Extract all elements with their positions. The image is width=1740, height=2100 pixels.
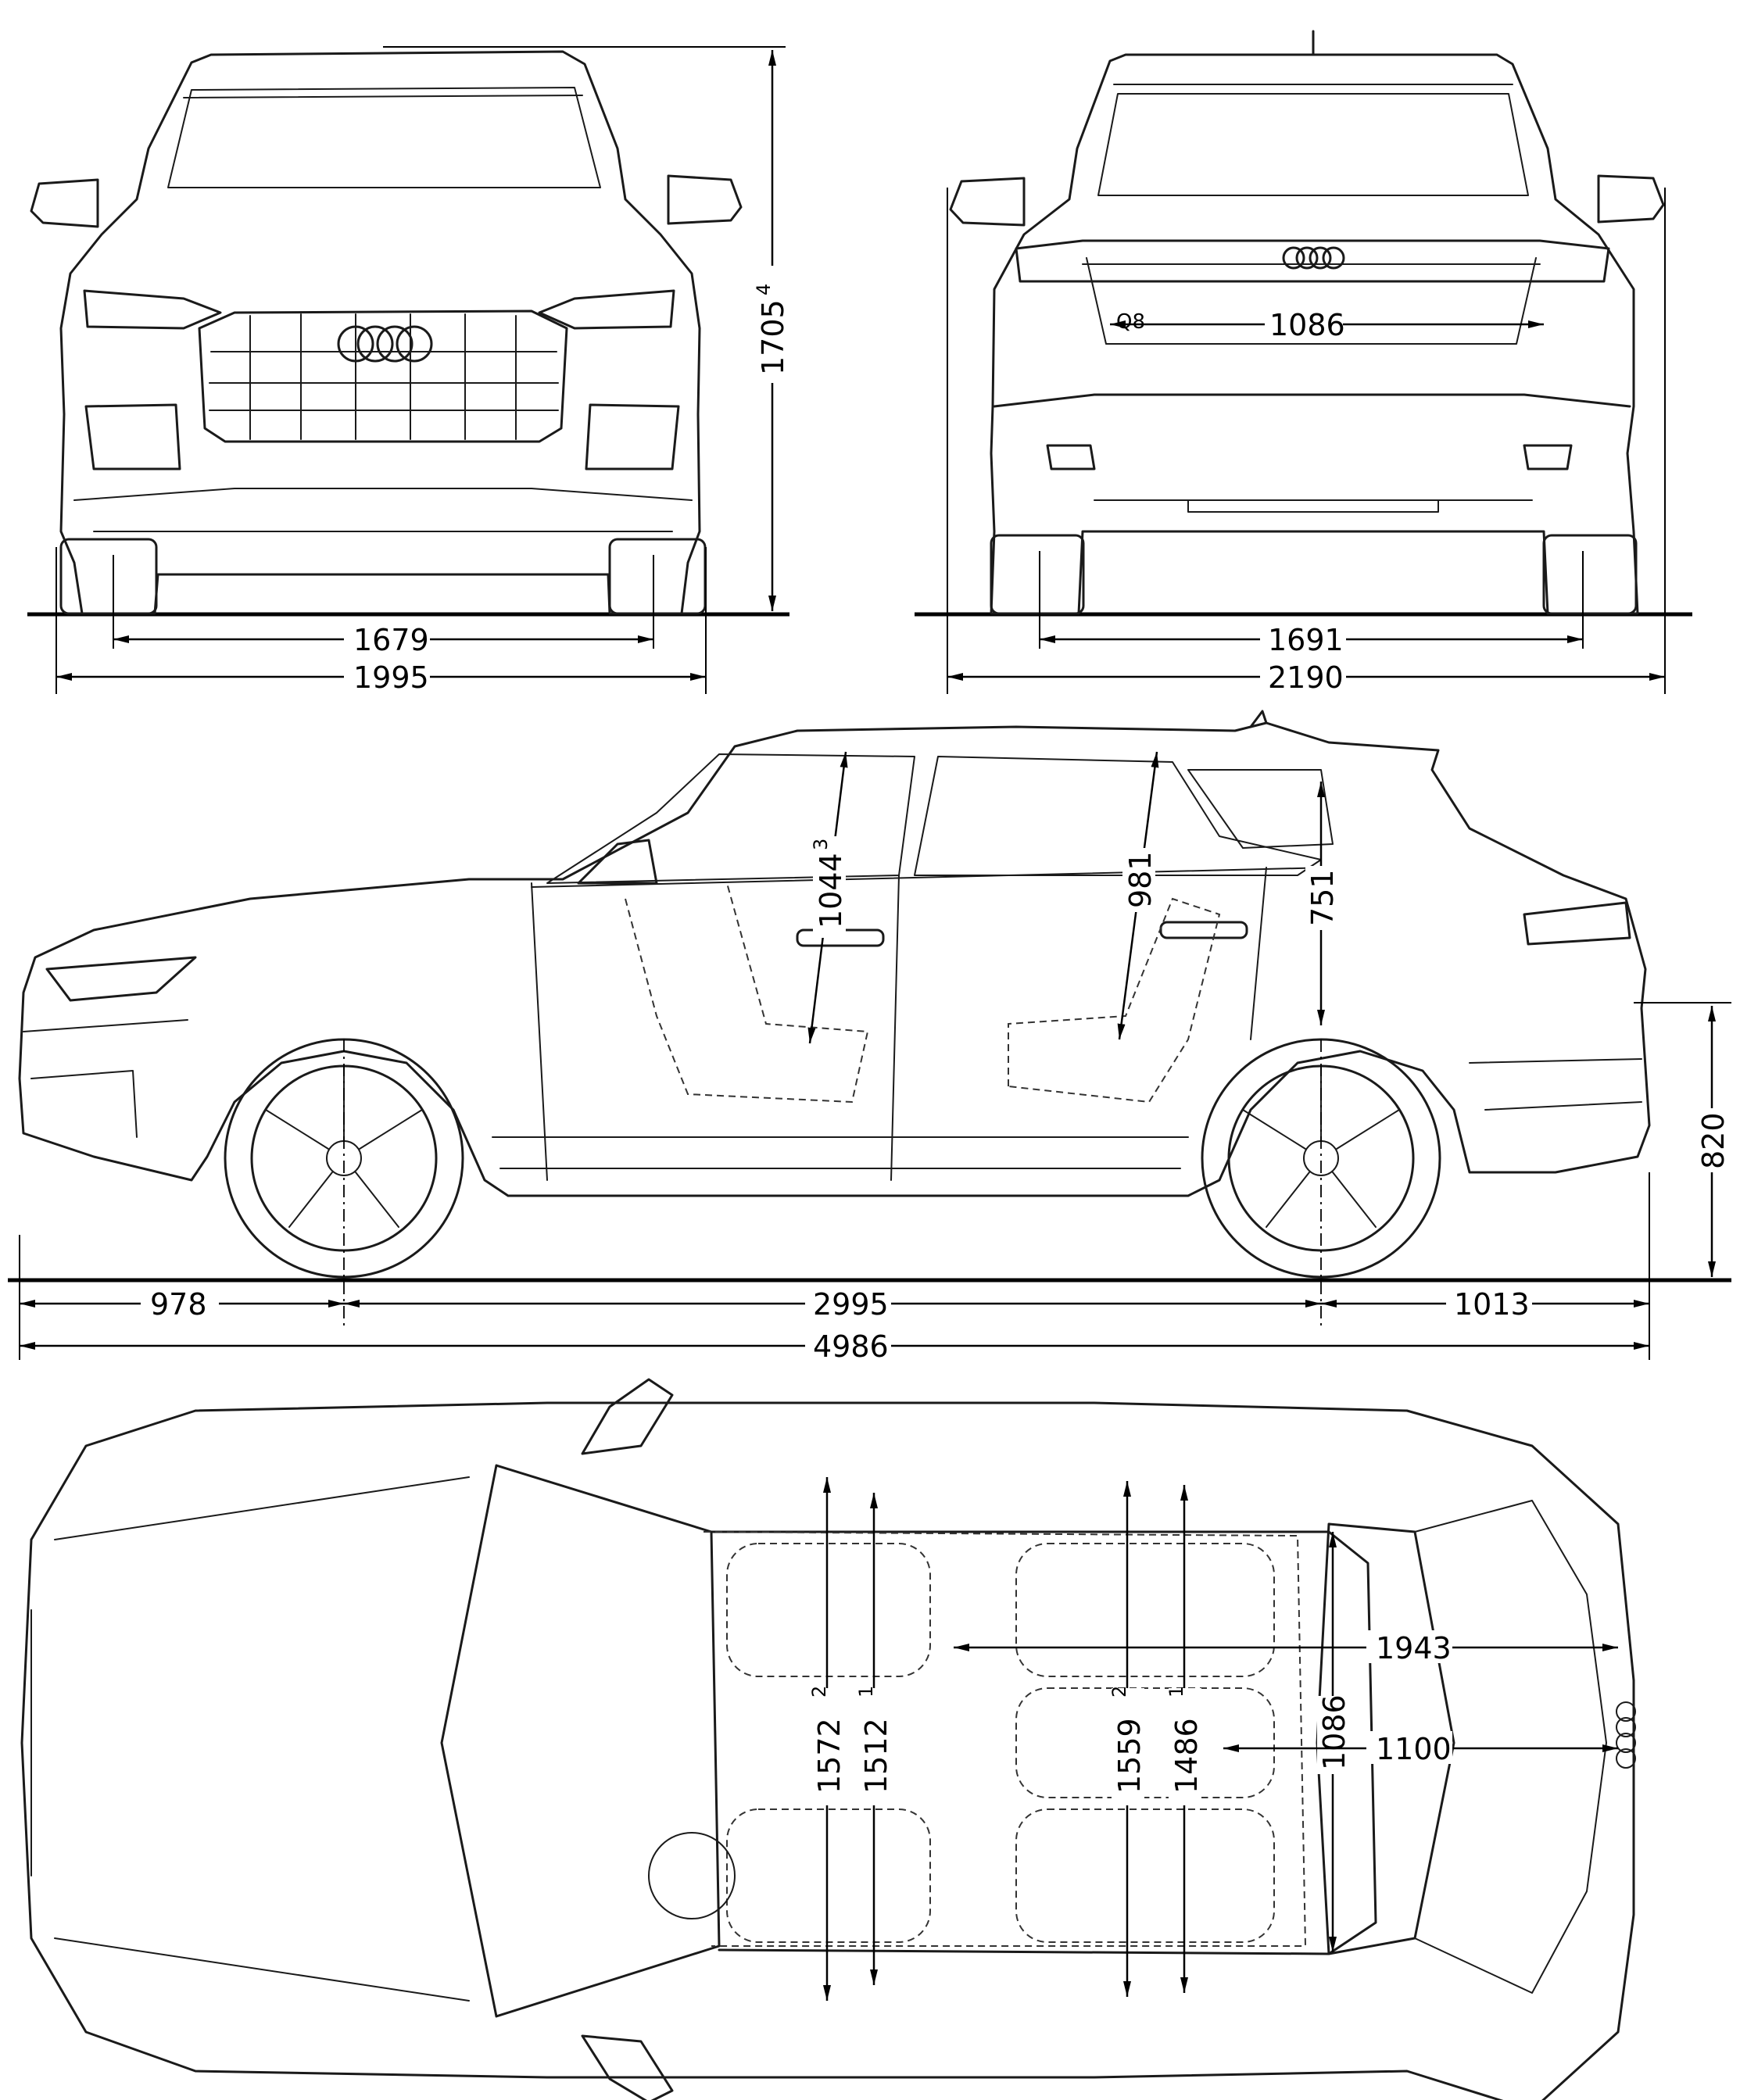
side-view-headlight (45, 956, 197, 1002)
front-overhang-value: 978 (150, 1287, 207, 1322)
front-elbow-width-note: 1 (855, 1686, 877, 1698)
front-view-dimensions: 1705 4 1679 1995 (55, 46, 790, 695)
front-view-windshield (167, 87, 601, 188)
front-view (27, 50, 789, 617)
rear-view-left-exhaust (1046, 444, 1096, 470)
rear-view-rear-window (1097, 93, 1529, 196)
side-view-mirror (577, 839, 658, 885)
top-view-right-mirror (581, 2034, 674, 2100)
front-view-left-headlight (83, 289, 222, 330)
rear-view-left-wheel (990, 534, 1085, 615)
rear-view-left-mirror (949, 177, 1026, 227)
side-view-front-seat-outline (625, 882, 869, 1104)
side-view-rear-door-handle (1159, 921, 1248, 939)
side-view-belt-line (531, 867, 1330, 888)
side-view-front-door (531, 875, 900, 1181)
front-shoulder-width-value: 1572 (812, 1718, 847, 1794)
side-view-spoiler (1249, 710, 1268, 728)
side-view-quarter-window (1187, 769, 1334, 849)
front-headroom-value: 1044 (814, 853, 848, 928)
length-value: 4986 (813, 1329, 889, 1364)
top-view-steering-wheel (648, 1832, 736, 1919)
front-track-value: 1679 (353, 623, 429, 657)
top-view-windshield (440, 1464, 721, 2018)
luggage-length-value: 1943 (1376, 1631, 1452, 1665)
rear-view-light-bar (1015, 239, 1610, 283)
top-view-rear-end (1414, 1500, 1607, 1994)
side-view (8, 710, 1731, 1283)
rear-overhang-value: 1013 (1454, 1287, 1530, 1322)
rear-elbow-width-value: 1486 (1169, 1718, 1204, 1794)
rear-headroom-value: 981 (1123, 851, 1158, 908)
wheelbase-value: 2995 (813, 1287, 889, 1322)
side-view-rear-side-window (914, 756, 1322, 876)
top-view-left-mirror (581, 1378, 674, 1455)
luggage-length-rear-seats-value: 1100 (1376, 1732, 1452, 1766)
front-view-grille (198, 309, 568, 443)
rear-view: Q8 (915, 30, 1692, 617)
front-view-right-fog-light (585, 403, 680, 470)
sill-height-value: 820 (1696, 1112, 1731, 1169)
top-view-sunroof (703, 1531, 1307, 1947)
rear-view-bumper (993, 393, 1631, 408)
front-view-left-wheel (59, 538, 158, 615)
top-view-dimensions: 1572 2 1512 1 1559 2 1486 1 1086 1943 11… (808, 1477, 1618, 2001)
rear-shoulder-width-note: 2 (1108, 1686, 1130, 1698)
top-view-roof (710, 1530, 1377, 1955)
front-elbow-width-value: 1512 (859, 1718, 893, 1794)
front-view-lower-bumper (73, 488, 693, 532)
front-shoulder-width-note: 2 (808, 1686, 830, 1698)
side-view-dimensions: 1044 3 981 751 820 978 2995 1013 4986 (19, 751, 1731, 1364)
side-view-front-side-window (546, 753, 915, 884)
rear-view-right-wheel (1542, 534, 1638, 615)
rear-elbow-width-note: 1 (1165, 1686, 1187, 1698)
front-view-grille-mesh (209, 313, 559, 440)
rear-view-model-badge: Q8 (1116, 310, 1145, 334)
side-view-front-bumper (23, 1019, 188, 1138)
rear-track-value: 1691 (1268, 623, 1344, 657)
rear-view-right-exhaust (1523, 444, 1573, 470)
side-view-sill (492, 1136, 1189, 1169)
front-width-value: 1995 (353, 660, 429, 695)
front-view-left-fog-light (84, 403, 181, 470)
side-view-rear-bumper (1469, 1058, 1642, 1111)
side-view-body-outline (18, 721, 1651, 1197)
rear-width-value: 2190 (1268, 660, 1344, 695)
front-headroom-note: 3 (810, 839, 832, 850)
side-view-rear-door (1250, 867, 1267, 1040)
front-view-four-rings-logo (337, 325, 433, 363)
top-view-hood (30, 1476, 470, 2002)
front-view-roof-line (183, 95, 583, 98)
tailgate-height-value: 751 (1305, 869, 1340, 926)
front-view-left-mirror (30, 178, 99, 228)
front-height-note: 4 (753, 284, 775, 295)
rear-view-right-mirror (1597, 174, 1665, 224)
front-height-value: 1705 (756, 299, 790, 375)
tailgate-width-value: 1086 (1269, 308, 1345, 342)
front-view-right-wheel (608, 538, 707, 615)
rear-view-dimensions: 1086 1691 2190 (947, 188, 1666, 695)
top-view-four-rings-logo (1616, 1701, 1636, 1769)
side-view-taillight (1523, 901, 1631, 946)
side-view-rear-seat-outline (1008, 897, 1221, 1104)
rear-view-diffuser (1094, 499, 1533, 513)
front-view-right-mirror (667, 174, 743, 225)
top-view-body-outline (20, 1401, 1635, 2100)
luggage-width-value: 1086 (1317, 1694, 1352, 1770)
front-view-body-outline (59, 50, 701, 615)
front-view-right-headlight (538, 289, 675, 330)
rear-view-tailgate (1086, 257, 1537, 345)
rear-shoulder-width-value: 1559 (1112, 1718, 1147, 1794)
rear-view-four-rings-logo (1282, 246, 1345, 270)
